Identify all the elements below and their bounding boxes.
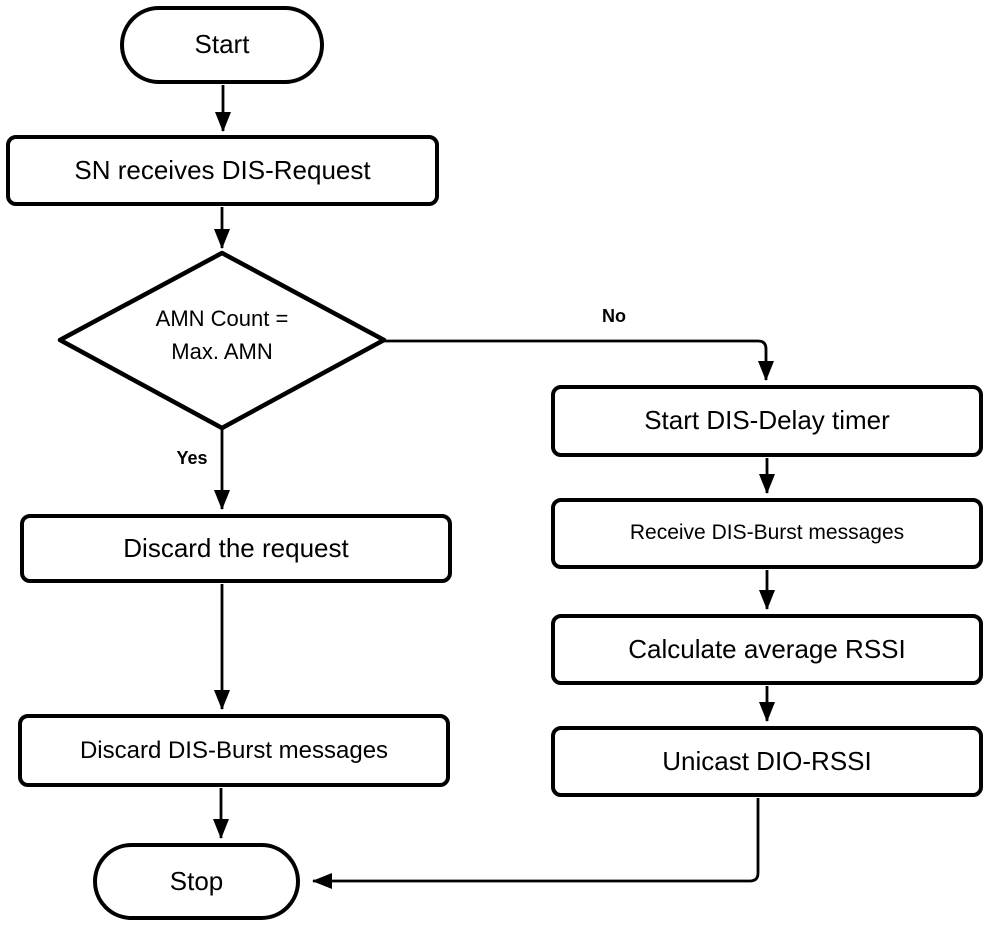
node-discard-the-request-label: Discard the request	[123, 532, 349, 563]
node-start: Start	[120, 6, 324, 84]
arrow-decision-no-to-start-timer	[384, 339, 774, 381]
node-stop: Stop	[93, 843, 300, 920]
edge-label-yes: Yes	[176, 448, 208, 468]
arrow-unicast-to-stop	[312, 798, 760, 889]
edge-label-no: No	[602, 306, 626, 326]
node-start-label: Start	[194, 29, 250, 60]
node-unicast-dio-rssi-label: Unicast DIO-RSSI	[662, 745, 872, 776]
node-discard-the-request: Discard the request	[20, 514, 452, 583]
node-start-dis-delay-timer-label: Start DIS-Delay timer	[644, 405, 890, 436]
node-stop-label: Stop	[169, 865, 224, 896]
decision-diamond-shape	[57, 250, 387, 431]
node-discard-dis-burst-messages: Discard DIS-Burst messages	[18, 714, 450, 787]
node-sn-receives-dis-request: SN receives DIS-Request	[6, 135, 439, 206]
decision-label-line1: AMN Count =	[155, 306, 289, 331]
node-receive-dis-burst-messages-label: Receive DIS-Burst messages	[629, 521, 905, 545]
node-sn-receives-dis-request-label: SN receives DIS-Request	[74, 154, 371, 185]
node-decision-amn-count: AMN Count = Max. AMN	[102, 302, 342, 368]
node-start-dis-delay-timer: Start DIS-Delay timer	[551, 385, 983, 457]
node-receive-dis-burst-messages: Receive DIS-Burst messages	[551, 498, 983, 569]
node-unicast-dio-rssi: Unicast DIO-RSSI	[551, 726, 983, 797]
node-calculate-average-rssi-label: Calculate average RSSI	[628, 633, 906, 664]
decision-label-line2: Max. AMN	[171, 339, 273, 364]
node-discard-dis-burst-messages-label: Discard DIS-Burst messages	[79, 736, 389, 764]
node-calculate-average-rssi: Calculate average RSSI	[551, 614, 983, 685]
